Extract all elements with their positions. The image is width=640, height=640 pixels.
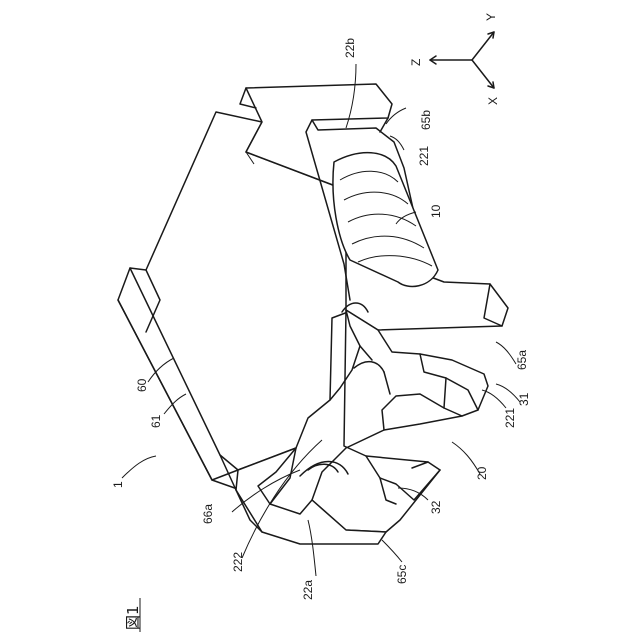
axis-y-label: Y <box>484 13 498 21</box>
label-10: 10 <box>429 204 443 218</box>
figure-title-group: 図1 <box>124 598 142 632</box>
label-65a: 65a <box>515 350 529 370</box>
label-31: 31 <box>517 392 531 406</box>
axis-x-label: X <box>486 97 500 105</box>
label-221-top: 221 <box>417 146 431 166</box>
label-221-mid: 221 <box>503 408 517 428</box>
label-222: 222 <box>231 552 245 572</box>
label-1: 1 <box>111 481 125 488</box>
label-65c: 65c <box>395 565 409 584</box>
axis-triad: Y Z X <box>409 13 500 105</box>
label-60: 60 <box>135 378 149 392</box>
label-61: 61 <box>149 414 163 428</box>
figure-title: 図1 <box>124 605 142 630</box>
label-22a: 22a <box>301 580 315 600</box>
label-20: 20 <box>475 466 489 480</box>
label-22b: 22b <box>343 38 357 58</box>
label-32: 32 <box>429 500 443 514</box>
axis-z-label: Z <box>409 59 423 66</box>
label-66a: 66a <box>201 504 215 524</box>
label-65b: 65b <box>419 110 433 130</box>
